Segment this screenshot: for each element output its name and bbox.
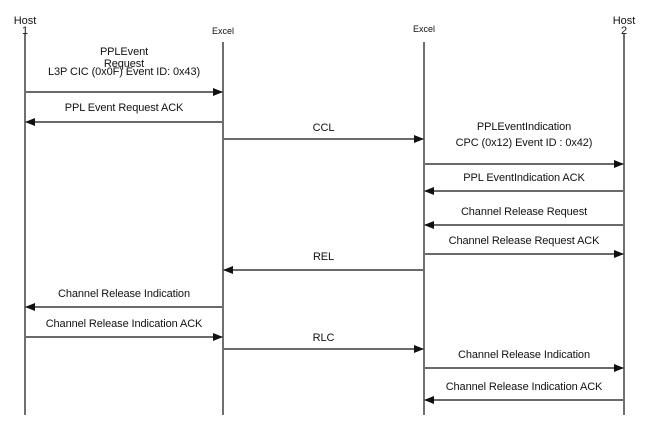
- message-label-line: Channel Release Indication: [458, 349, 590, 361]
- actor-number: 2: [620, 25, 628, 37]
- message-label: Channel Release Request: [461, 206, 587, 218]
- message-label: Channel Release Indication ACK: [446, 381, 603, 393]
- message-label-line: PPL EventIndication ACK: [463, 172, 585, 184]
- message-label-line: Channel Release Indication ACK: [45, 318, 203, 330]
- message-label: PPL Event Request ACK: [65, 102, 184, 114]
- actor-name: Excel: [211, 26, 235, 36]
- actor-name: Host: [612, 15, 636, 27]
- actor-excel1: Excel: [212, 25, 234, 37]
- message-label-line: CCL: [312, 122, 335, 134]
- message-label: Channel Release Request ACK: [449, 235, 600, 247]
- message-label: PPL EventIndication ACK: [463, 172, 585, 184]
- message-label: Channel Release Indication ACK: [46, 318, 203, 330]
- message-label-line: PPL Event Request ACK: [64, 102, 184, 114]
- message-label-line: Channel Release Request ACK: [448, 235, 600, 247]
- actor-excel2: Excel: [413, 23, 435, 35]
- message-label-line: Channel Release Request: [460, 206, 588, 218]
- message-label: Channel Release Indication: [458, 349, 590, 361]
- message-label-line: PPLEventIndication: [476, 121, 572, 133]
- message-label-line: L3P CIC (0x0F) Event ID: 0x43): [47, 66, 201, 78]
- message-label-line: PPLEvent: [99, 46, 149, 58]
- message-label: CCL: [313, 122, 335, 134]
- actor-name: Host: [13, 15, 37, 27]
- actor-number: 1: [21, 25, 29, 37]
- actor-name: Excel: [412, 24, 436, 34]
- message-label-line: Channel Release Indication: [58, 288, 190, 300]
- message-label-line: Request: [103, 58, 145, 70]
- message-label: RLC: [313, 332, 335, 344]
- message-label: REL: [313, 251, 334, 263]
- message-label: Channel Release Indication: [58, 288, 190, 300]
- message-label-line: RLC: [312, 332, 335, 344]
- message-label-line: REL: [312, 251, 335, 263]
- message-label-line: CPC (0x12) Event ID : 0x42): [455, 137, 593, 149]
- message-label-line: Channel Release Indication ACK: [445, 381, 603, 393]
